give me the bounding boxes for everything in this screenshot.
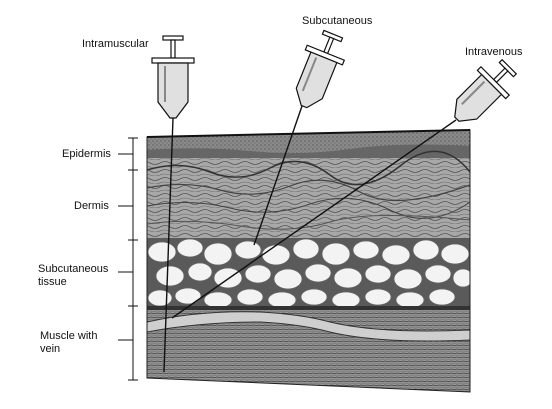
- fat-cells: [147, 238, 470, 309]
- subcutaneous-syringe: [253, 29, 346, 246]
- vein: [147, 311, 470, 342]
- label-muscle-1: Muscle with: [40, 330, 98, 342]
- label-intramuscular: Intramuscular: [82, 38, 149, 50]
- dermis-layer: [147, 158, 470, 240]
- label-epidermis: Epidermis: [62, 148, 111, 160]
- intramuscular-syringe: [151, 35, 195, 373]
- layer-bracket: [118, 137, 138, 381]
- tissue-block: [147, 130, 470, 392]
- label-intravenous: Intravenous: [465, 46, 523, 58]
- label-subcutaneous-tissue-2: tissue: [38, 276, 67, 288]
- label-subcutaneous-tissue-1: Subcutaneous: [38, 263, 109, 275]
- label-dermis: Dermis: [74, 200, 109, 212]
- label-subcutaneous-needle: Subcutaneous: [302, 15, 373, 27]
- label-muscle-2: vein: [40, 343, 61, 355]
- intravenous-syringe: [171, 58, 518, 319]
